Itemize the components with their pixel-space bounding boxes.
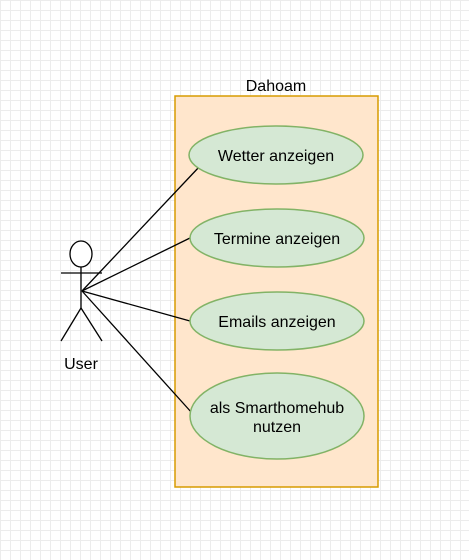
use-case-termine[interactable]: Termine anzeigen bbox=[189, 208, 365, 268]
use-case-label: Termine anzeigen bbox=[214, 231, 340, 248]
use-case-shape[interactable] bbox=[188, 125, 364, 185]
use-case-wetter[interactable]: Wetter anzeigen bbox=[188, 125, 364, 185]
use-case-smarthomehub[interactable]: als Smarthomehub nutzen bbox=[189, 372, 365, 460]
actor-name: User bbox=[64, 356, 98, 373]
association-wetter[interactable] bbox=[81, 165, 201, 292]
use-case-shape[interactable] bbox=[189, 208, 365, 268]
stick-figure-icon bbox=[60, 240, 103, 342]
use-case-label: Wetter anzeigen bbox=[218, 148, 334, 165]
system-name: Dahoam bbox=[246, 78, 306, 95]
use-case-label-line-1: als Smarthomehub bbox=[210, 400, 344, 417]
use-case-emails[interactable]: Emails anzeigen bbox=[189, 291, 365, 351]
association-termine[interactable] bbox=[81, 237, 191, 292]
use-case-label: Emails anzeigen bbox=[218, 314, 335, 331]
associations bbox=[81, 165, 201, 414]
use-case-shape[interactable] bbox=[189, 372, 365, 460]
use-case-label-line-2: nutzen bbox=[253, 419, 301, 436]
association-smarthomehub[interactable] bbox=[81, 290, 193, 414]
use-case-shape[interactable] bbox=[189, 291, 365, 351]
actor-user[interactable]: User bbox=[60, 240, 103, 373]
association-emails[interactable] bbox=[81, 290, 191, 322]
